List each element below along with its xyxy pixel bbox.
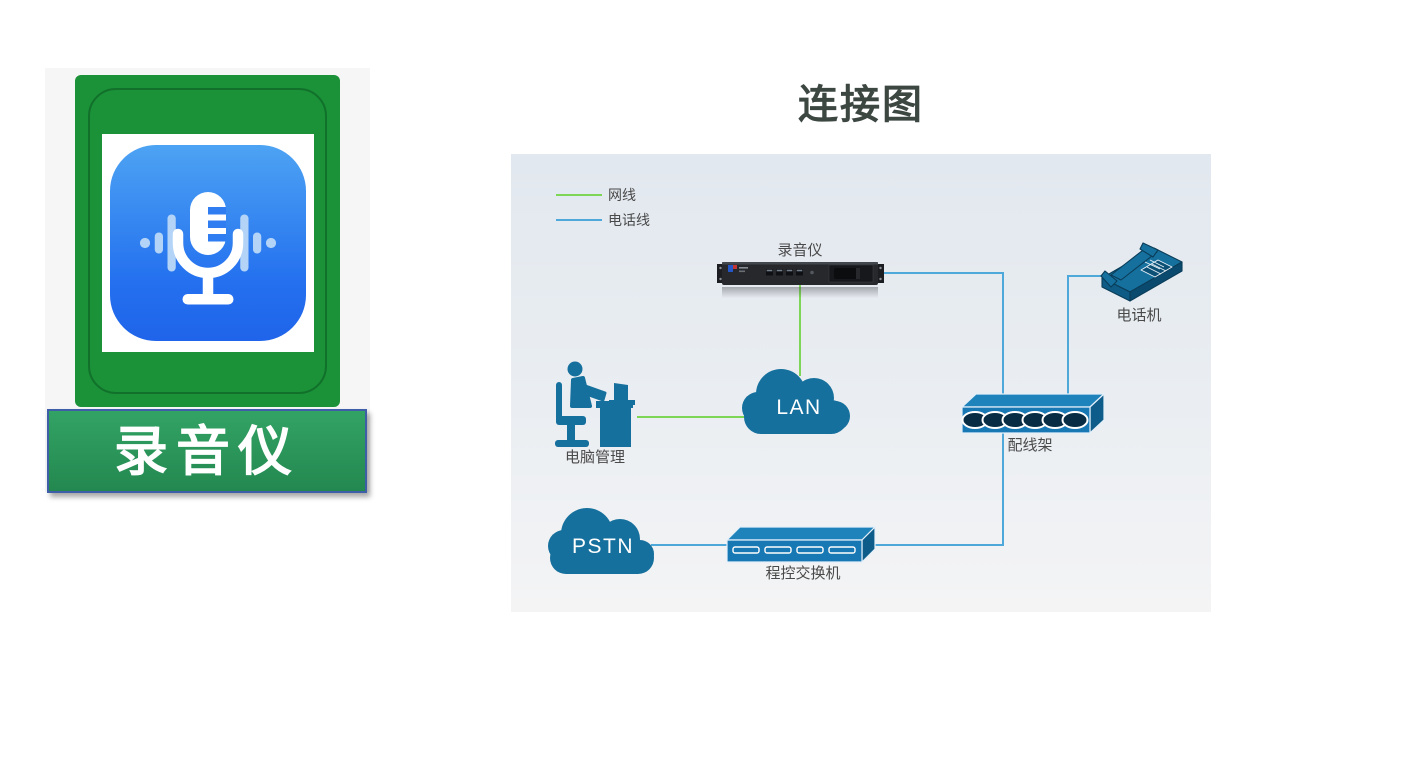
rack-logo (728, 265, 733, 272)
phone-keypad (1140, 259, 1173, 278)
node-pc (555, 361, 635, 447)
recorder-app-icon[interactable] (110, 145, 306, 341)
microphone-icon (139, 192, 277, 305)
pbx-front-face (726, 539, 863, 563)
rack-ear-left (717, 264, 724, 283)
person-head (567, 361, 583, 377)
line-phone-to-patch (1067, 275, 1106, 402)
pbx-top-face (726, 526, 876, 541)
recorder-app-card: 录音仪 (45, 68, 370, 493)
patch-top-face (961, 393, 1105, 408)
pbx-slots (732, 546, 856, 554)
laptop-screen (614, 383, 628, 402)
microphone-holder (172, 228, 244, 279)
connection-diagram: 网线 电话线 录音仪 (548, 187, 1183, 582)
microphone-base (182, 294, 234, 305)
rack-ports (766, 269, 814, 276)
line-recorder-to-patch (876, 272, 1004, 406)
chair-seat (556, 416, 586, 425)
node-patch-panel (961, 393, 1105, 434)
pbx-label: 程控交换机 (765, 564, 840, 582)
connection-lines (637, 272, 1106, 546)
pc-label: 电脑管理 (565, 449, 625, 466)
app-icon-panel (102, 134, 314, 352)
sound-wave-right (240, 214, 277, 272)
microphone-stem (202, 273, 214, 294)
phone-label: 电话机 (1116, 307, 1161, 324)
patch-braid-pattern (961, 411, 1089, 429)
chair-back (556, 382, 562, 424)
node-lan-cloud (742, 369, 850, 434)
app-label-box: 录音仪 (47, 409, 367, 493)
lan-label: LAN (776, 396, 821, 419)
sound-wave-left (139, 214, 176, 272)
rack-ear-right (876, 264, 884, 283)
recorder-reflection (722, 287, 878, 298)
legend-network-label: 网线 (608, 187, 636, 203)
line-patch-to-pbx (869, 424, 1004, 546)
pstn-label: PSTN (572, 535, 634, 558)
phone-handset (1100, 242, 1159, 288)
patch-panel-label: 配线架 (1007, 437, 1052, 454)
connection-diagram-panel: 网线 电话线 录音仪 (511, 154, 1211, 612)
phone-right-face (1129, 261, 1183, 302)
frame-inner-outline (88, 88, 327, 394)
microphone-capsule (190, 192, 226, 255)
laptop-base (609, 400, 635, 405)
desk-body (600, 408, 631, 447)
node-pbx (726, 526, 876, 563)
diagram-title: 连接图 (798, 83, 924, 127)
node-phone (1100, 242, 1183, 302)
recorder-label: 录音仪 (777, 242, 822, 259)
node-recorder: 录音仪 (717, 242, 884, 298)
app-label: 录音仪 (114, 419, 300, 483)
node-pstn-cloud (548, 508, 654, 574)
chair-pedestal (567, 425, 575, 441)
chair-base (555, 440, 589, 447)
legend: 网线 电话线 (556, 187, 650, 228)
person-arm (573, 381, 607, 402)
legend-phone-label: 电话线 (608, 212, 650, 228)
